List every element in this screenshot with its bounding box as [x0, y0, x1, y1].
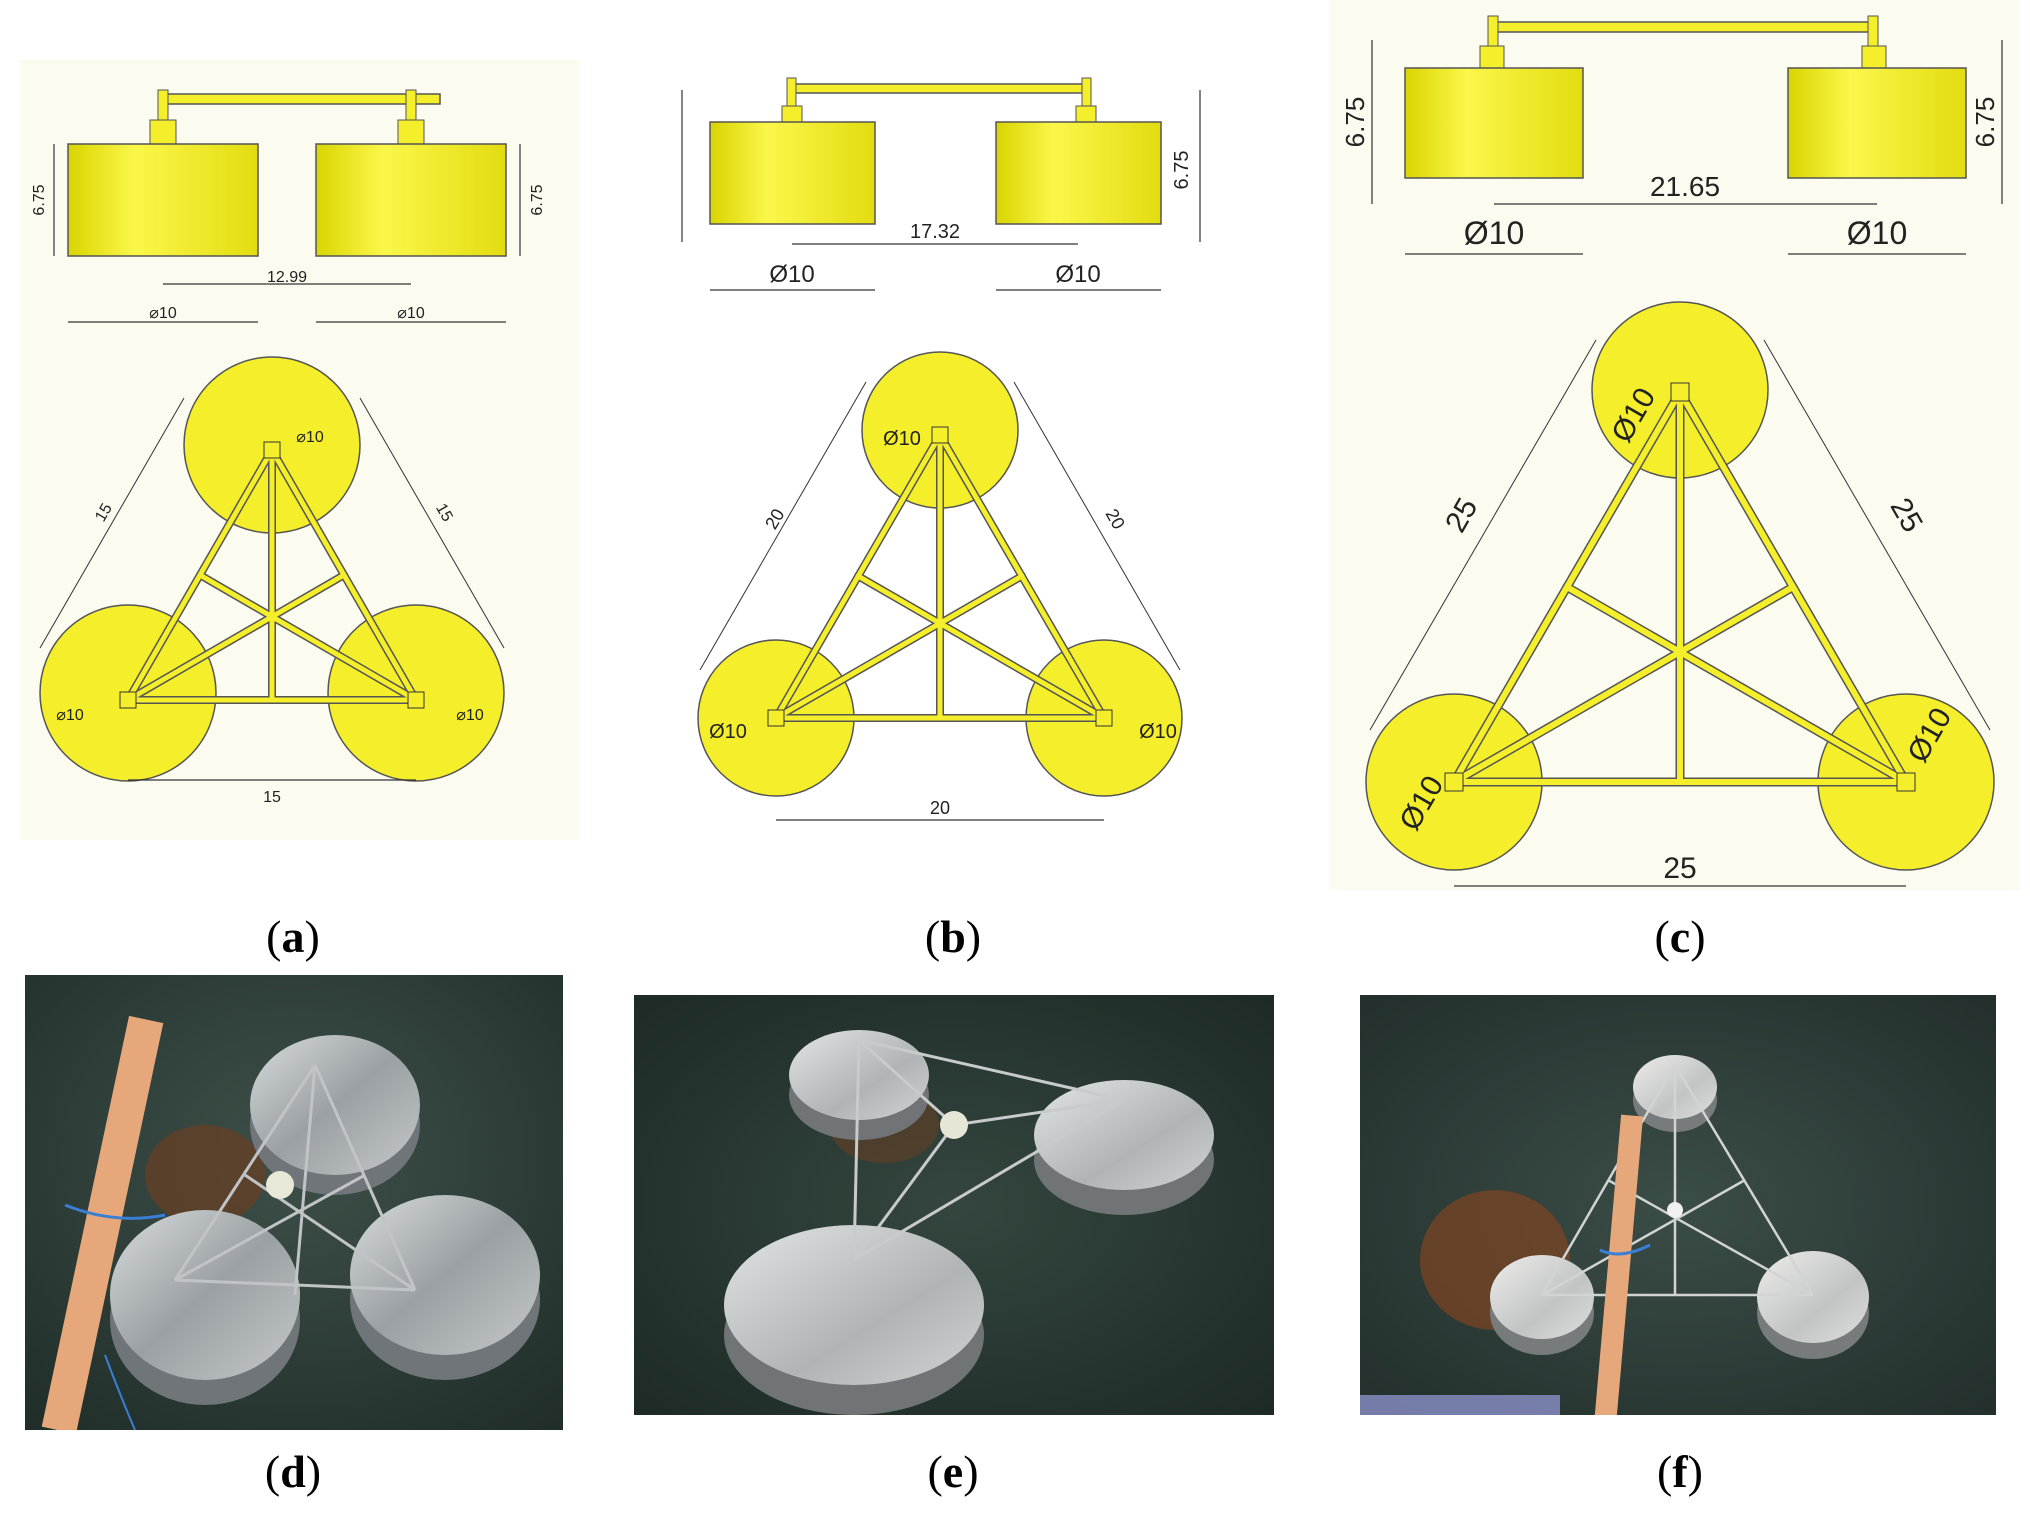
diameter-dim-label-left: ⌀10	[149, 305, 177, 322]
caption-e-letter: e	[942, 1446, 964, 1497]
caption-a: (a)	[266, 911, 320, 962]
caption-c: (c)	[1654, 911, 1706, 962]
diameter-dim-label-right: Ø10	[1055, 261, 1100, 288]
side-dim-label-bottom: 20	[930, 798, 950, 818]
drawing-panel-a: 6.75 6.75 12.99 ⌀10 ⌀10 15 15 15 ⌀10 ⌀10…	[20, 60, 580, 840]
caption-b-letter: b	[940, 911, 966, 962]
photo-panel-e	[634, 995, 1274, 1415]
caption-d-letter: d	[280, 1446, 306, 1497]
plan-diameter-label-left: Ø10	[709, 721, 747, 743]
height-dim-label-right: 6.75	[1970, 97, 2000, 148]
plan-diameter-label-right: Ø10	[1139, 721, 1177, 743]
plan-diameter-label-left: ⌀10	[56, 707, 84, 724]
photo-d-svg	[25, 975, 563, 1430]
photo-panel-d	[25, 975, 563, 1430]
drawing-panel-b: 6.75 17.32 Ø10 Ø10 20 20 20 Ø10 Ø10 Ø10	[670, 60, 1250, 830]
side-dim-label-left: 15	[92, 501, 116, 525]
diameter-dim-label-right: ⌀10	[397, 305, 425, 322]
photo-f-svg	[1360, 995, 1996, 1415]
side-dim-label-right: 15	[432, 501, 456, 525]
caption-b: (b)	[924, 911, 982, 962]
plan-diameter-label-top: Ø10	[883, 428, 921, 450]
plan-diameter-label-top: ⌀10	[296, 429, 324, 446]
height-dim-label-right: 6.75	[1171, 151, 1193, 190]
diameter-dim-label-left: Ø10	[1464, 215, 1524, 251]
drawing-c-svg: 6.75 6.75 21.65 Ø10 Ø10 25 25 25 Ø10 Ø10…	[1330, 0, 2020, 890]
caption-a-letter: a	[281, 911, 305, 962]
photo-e-svg	[634, 995, 1274, 1415]
side-dim-label-bottom: 15	[263, 789, 281, 806]
diameter-dim-label-left: Ø10	[769, 261, 814, 288]
spacing-dim-label: 21.65	[1650, 171, 1720, 202]
spacing-dim-label: 17.32	[910, 221, 960, 243]
caption-f: (f)	[1657, 1446, 1703, 1497]
caption-e: (e)	[927, 1446, 979, 1497]
height-dim-label-left: 6.75	[31, 184, 48, 215]
height-dim-label-left: 6.75	[1340, 97, 1370, 148]
diameter-dim-label-right: Ø10	[1847, 215, 1907, 251]
photo-panel-f	[1360, 995, 1996, 1415]
drawing-panel-c: 6.75 6.75 21.65 Ø10 Ø10 25 25 25 Ø10 Ø10…	[1330, 0, 2020, 890]
caption-c-letter: c	[1669, 911, 1691, 962]
caption-f-letter: f	[1672, 1446, 1688, 1497]
plan-diameter-label-right: ⌀10	[456, 707, 484, 724]
drawing-a-svg: 6.75 6.75 12.99 ⌀10 ⌀10 15 15 15 ⌀10 ⌀10…	[20, 60, 580, 840]
side-dim-label-bottom: 25	[1663, 852, 1696, 885]
drawing-b-svg: 6.75 17.32 Ø10 Ø10 20 20 20 Ø10 Ø10 Ø10	[670, 60, 1250, 830]
spacing-dim-label: 12.99	[267, 269, 307, 286]
height-dim-label-right: 6.75	[529, 184, 546, 215]
caption-d: (d)	[264, 1446, 322, 1497]
